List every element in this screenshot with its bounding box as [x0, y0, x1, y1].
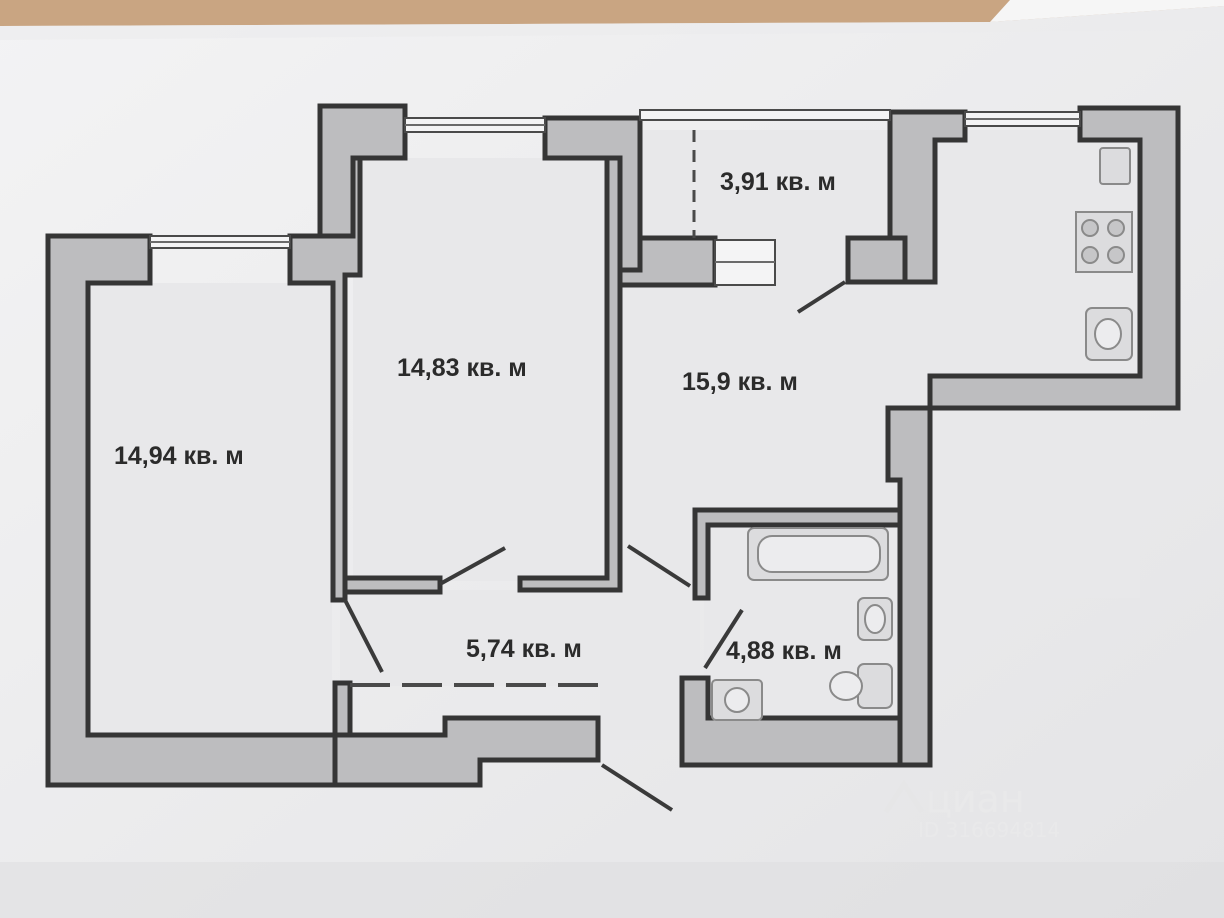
walls: [45, 103, 1181, 788]
room-area-bathroom: 4,88 кв. м: [726, 637, 842, 665]
paper-bottom-band: [0, 862, 1224, 918]
paper-top-band: [0, 6, 1224, 40]
cian-watermark: циан ID 316694814: [883, 777, 1060, 842]
cian-logo-icon: [883, 779, 925, 814]
watermark-listing-id: ID 316694814: [918, 818, 1060, 842]
watermark-brand: циан: [926, 777, 1025, 821]
fridge-icon: [1099, 147, 1131, 185]
room-area-middle: 14,83 кв. м: [397, 354, 527, 382]
room-area-kitchen: 15,9 кв. м: [682, 368, 798, 396]
room-area-hallway: 5,74 кв. м: [466, 635, 582, 663]
door-swings: [343, 280, 847, 812]
room-area-balcony: 3,91 кв. м: [720, 168, 836, 196]
toilet-icon: [857, 663, 893, 709]
paper-corner: [990, 0, 1224, 22]
kitchen-fixtures: [1075, 147, 1133, 361]
room-area-left: 14,94 кв. м: [114, 442, 244, 470]
bathroom-fixtures: [711, 527, 893, 721]
